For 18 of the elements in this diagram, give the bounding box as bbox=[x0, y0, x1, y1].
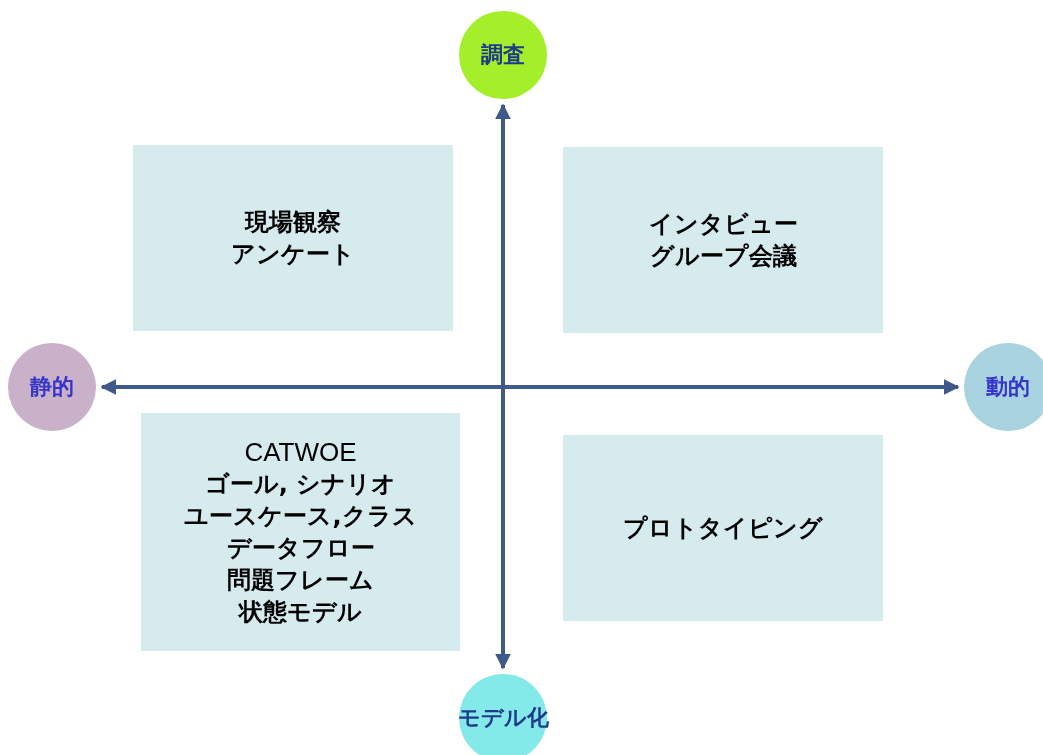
method-label: ユースケース,クラス bbox=[184, 501, 417, 532]
method-label: ゴール, シナリオ bbox=[204, 469, 397, 500]
method-label: アンケート bbox=[231, 239, 355, 270]
method-label: 現場観察 bbox=[245, 207, 341, 238]
quadrant-box bbox=[563, 435, 883, 621]
quadrant-box bbox=[141, 413, 460, 651]
axis-label: 調査 bbox=[481, 41, 525, 69]
method-label: CATWOE bbox=[244, 436, 357, 468]
method-label: インタビュー bbox=[648, 209, 798, 240]
method-label: プロトタイピング bbox=[623, 513, 823, 544]
method-label: 問題フレーム bbox=[227, 565, 374, 596]
axis-label: 動的 bbox=[986, 373, 1030, 401]
quadrant-box bbox=[133, 145, 453, 331]
method-label: データフロー bbox=[226, 533, 375, 564]
method-label: グループ会議 bbox=[649, 241, 797, 272]
method-label: 状態モデル bbox=[239, 597, 362, 628]
axis-label: 静的 bbox=[30, 373, 74, 401]
quadrant-box bbox=[563, 147, 883, 333]
